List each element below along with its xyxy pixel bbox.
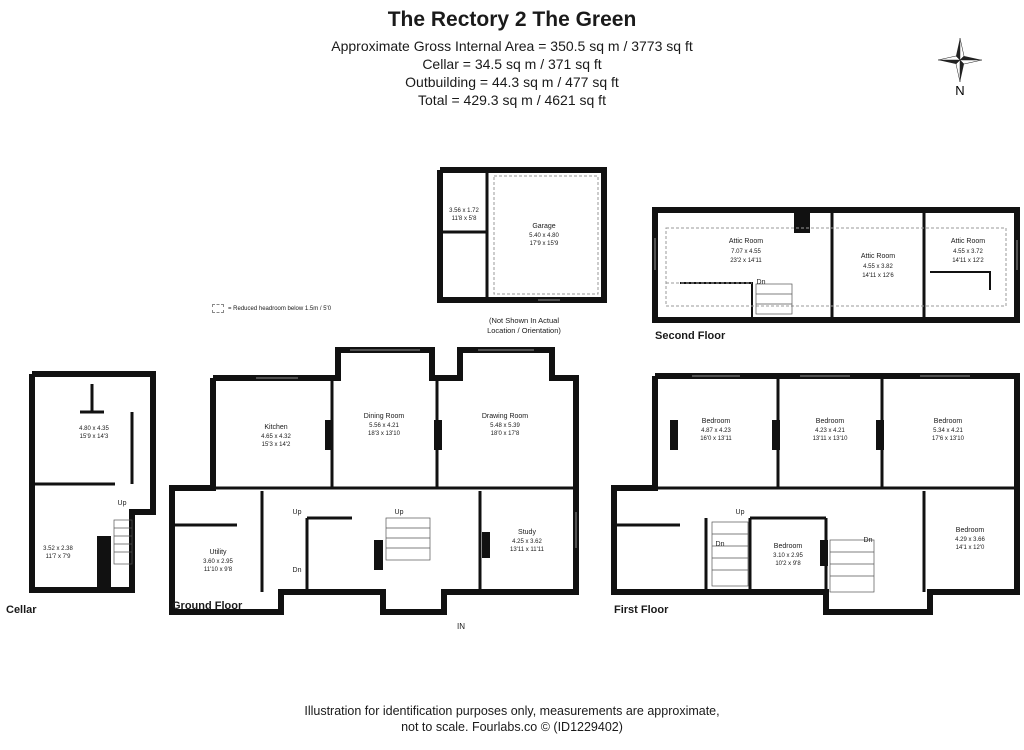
legend: = Reduced headroom below 1.5m / 5'0 (212, 304, 331, 313)
garage-dim-ft: 17'9 x 15'9 (530, 241, 559, 247)
attic3-name: Attic Room (951, 238, 985, 245)
drawing-dim-ft: 18'0 x 17'8 (491, 431, 520, 437)
ground-stair-down: Dn (293, 567, 302, 574)
bed3-dim-ft: 17'6 x 13'10 (932, 436, 965, 442)
cellar-main-dim-ft: 15'9 x 14'3 (80, 434, 109, 440)
ground-stair-up-1: Up (293, 509, 302, 516)
kitchen-dim-m: 4.65 x 4.32 (261, 434, 291, 440)
cellar-small-dim-ft: 11'7 x 7'9 (46, 554, 72, 560)
store-dim-ft: 11'8 x 5'8 (452, 216, 478, 222)
study-dim-ft: 13'11 x 11'11 (510, 547, 545, 553)
cellar-plan (29, 371, 156, 593)
study-dim-m: 4.25 x 3.62 (512, 539, 542, 545)
attic3-dim-ft: 14'11 x 12'2 (952, 258, 984, 264)
bed2-dim-ft: 13'11 x 13'10 (813, 436, 849, 442)
bed2-dim-m: 4.23 x 4.21 (815, 428, 845, 434)
plan-title: The Rectory 2 The Green (387, 8, 637, 31)
first-floor-plan (611, 373, 1020, 615)
second-floor-plan (652, 207, 1020, 323)
cellar-main-dim-m: 4.80 x 4.35 (79, 426, 109, 432)
entrance-label: IN (457, 622, 465, 631)
bed1-name: Bedroom (702, 418, 731, 425)
disclaimer: Illustration for identification purposes… (0, 703, 1024, 735)
first-stair-down-2: Dn (864, 537, 873, 544)
area-line-total: Total = 429.3 sq m / 4621 sq ft (418, 92, 606, 108)
attic1-name: Attic Room (729, 238, 763, 245)
bed3-name: Bedroom (934, 418, 963, 425)
attic2-dim-ft: 14'11 x 12'6 (862, 273, 894, 279)
floor-label-cellar: Cellar (6, 604, 37, 616)
compass-north-label: N (955, 83, 964, 98)
second-stair-down: Dn (757, 279, 766, 286)
stairs (113, 283, 875, 593)
first-stair-down-1: Dn (716, 541, 725, 548)
dining-dim-m: 5.56 x 4.21 (369, 423, 399, 429)
windows (256, 238, 1018, 548)
ground-stair-up-2: Up (395, 509, 404, 516)
garage-name: Garage (532, 223, 555, 230)
floor-label-ground: Ground Floor (172, 600, 243, 612)
utility-name: Utility (209, 549, 227, 556)
bed4-dim-ft: 10'2 x 9'8 (775, 561, 801, 567)
area-line-gross: Approximate Gross Internal Area = 350.5 … (331, 38, 693, 54)
attic2-dim-m: 4.55 x 3.82 (863, 264, 893, 270)
attic1-dim-ft: 23'2 x 14'11 (730, 258, 762, 264)
area-line-cellar: Cellar = 34.5 sq m / 371 sq ft (422, 56, 602, 72)
legend-text: = Reduced headroom below 1.5m / 5'0 (228, 305, 332, 312)
outbuilding-note: (Not Shown In Actual Location / Orientat… (487, 316, 561, 335)
floor-label-second: Second Floor (655, 330, 726, 342)
area-line-outbuilding: Outbuilding = 44.3 sq m / 477 sq ft (405, 74, 619, 90)
kitchen-name: Kitchen (264, 424, 287, 431)
utility-dim-ft: 11'10 x 9'8 (204, 567, 233, 573)
ground-floor-plan (169, 347, 579, 615)
cellar-small-dim-m: 3.52 x 2.38 (43, 546, 73, 552)
bed4-name: Bedroom (774, 543, 803, 550)
area-summary: Approximate Gross Internal Area = 350.5 … (0, 37, 1024, 109)
cellar-stair-up: Up (118, 500, 127, 507)
outbuilding-plan (437, 167, 607, 303)
drawing-name: Drawing Room (482, 413, 528, 420)
floor-label-first: First Floor (614, 604, 669, 616)
attic3-dim-m: 4.55 x 3.72 (953, 249, 983, 255)
bed5-dim-ft: 14'1 x 12'0 (956, 545, 985, 551)
drawing-dim-m: 5.48 x 5.39 (490, 423, 520, 429)
bed4-dim-m: 3.10 x 2.95 (773, 553, 803, 559)
bed1-dim-ft: 16'0 x 13'11 (700, 436, 732, 442)
bed5-dim-m: 4.29 x 3.66 (955, 537, 985, 543)
disclaimer-line-1: Illustration for identification purposes… (304, 704, 720, 718)
dining-dim-ft: 18'3 x 13'10 (368, 431, 401, 437)
first-stair-up: Up (736, 509, 745, 516)
utility-dim-m: 3.60 x 2.95 (203, 559, 233, 565)
dashed-box-icon (212, 304, 224, 313)
bed3-dim-m: 5.34 x 4.21 (933, 428, 963, 434)
bed5-name: Bedroom (956, 527, 985, 534)
bed1-dim-m: 4.87 x 4.23 (701, 428, 731, 434)
bed2-name: Bedroom (816, 418, 845, 425)
reduced-headroom-lines (493, 175, 1007, 307)
attic2-name: Attic Room (861, 253, 895, 260)
dining-name: Dining Room (364, 413, 405, 420)
compass-icon: N (937, 37, 983, 98)
garage-dim-m: 5.40 x 4.80 (529, 233, 559, 239)
attic1-dim-m: 7.07 x 4.55 (731, 249, 761, 255)
store-dim-m: 3.56 x 1.72 (449, 208, 479, 214)
study-name: Study (518, 529, 536, 536)
kitchen-dim-ft: 15'3 x 14'2 (262, 442, 291, 448)
disclaimer-line-2: not to scale. Fourlabs.co © (ID1229402) (401, 720, 623, 734)
